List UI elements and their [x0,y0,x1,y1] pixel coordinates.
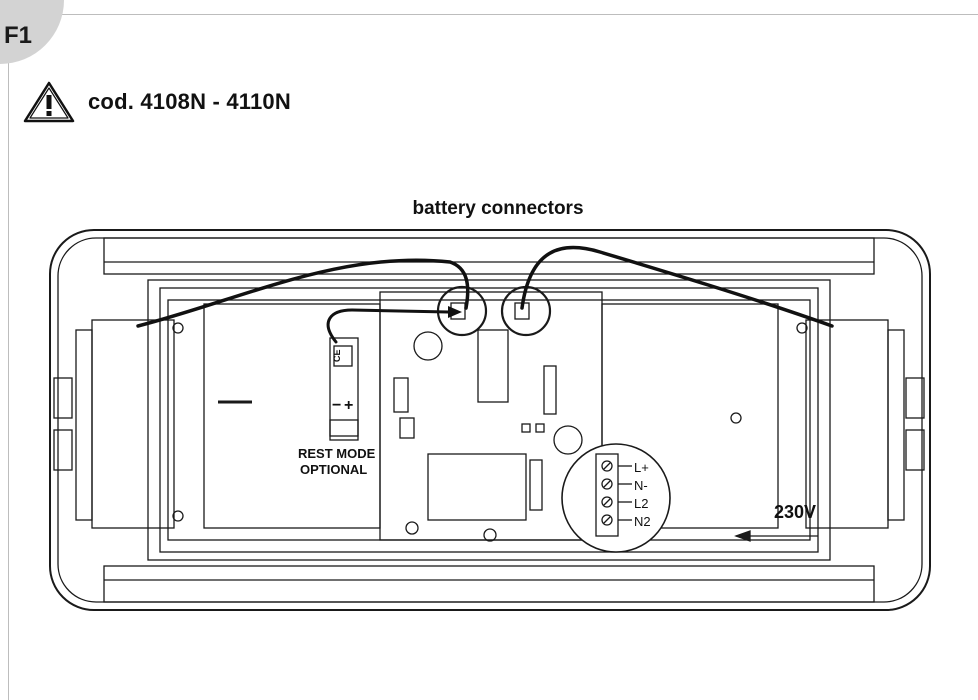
polarity-plus: + [344,397,353,414]
transformer [427,453,527,521]
voltage-label: 230V [774,502,816,522]
svg-text:CE: CE [332,349,342,362]
top-rail [103,237,875,275]
polarity-minus: − [332,397,341,414]
model-codes: cod. 4108N - 4110N [88,89,291,114]
rest-mode-wire [326,308,450,344]
terminal-label: L+ [634,460,649,475]
figure-label: F1 [4,22,33,49]
terminal-block [595,453,619,537]
terminal-block-circle [561,443,671,553]
battery-left [91,319,175,529]
rest-mode-optional-label: OPTIONAL [300,462,367,477]
rest-mode-module [329,337,359,441]
pcb-board [379,291,603,541]
battery-wire-right [520,245,834,328]
housing-outer [49,229,931,611]
heading: cod. 4108N - 4110N [22,78,291,126]
figure-badge: F1 [0,0,64,64]
battery-connectors-label: battery connectors [412,198,584,219]
base-plate [147,279,831,561]
battery-wire-left [136,258,470,328]
terminal-label: N- [634,478,648,493]
terminal-label: N2 [634,514,651,529]
terminal-label: L2 [634,496,648,511]
bottom-rail [103,565,875,603]
page-frame [8,14,978,700]
warning-icon [23,81,75,123]
rest-mode-label: REST MODE [298,446,376,461]
